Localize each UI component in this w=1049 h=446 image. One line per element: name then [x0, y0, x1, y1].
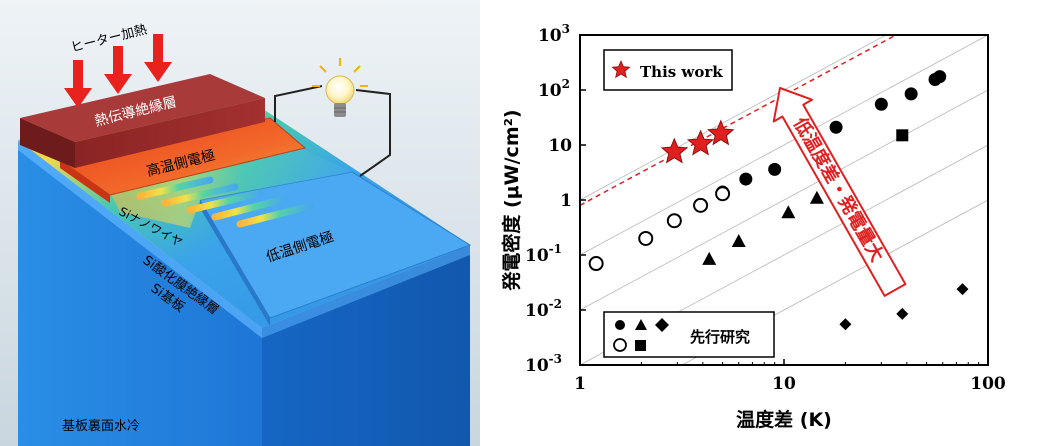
circle-filled-point — [933, 70, 947, 84]
insulator-side — [75, 98, 265, 168]
wire-left — [274, 85, 323, 122]
square-icon — [635, 340, 646, 351]
star-point — [707, 119, 735, 146]
power-density-chart: 低温度差・発電量大 1 10 100 10-3 10-2 10-1 1 10 102 103 T… — [500, 22, 1006, 431]
wire-right — [355, 89, 391, 177]
y-tick-label: 1 — [560, 191, 572, 211]
circle-open-point — [666, 213, 682, 229]
circle-filled-point — [904, 87, 918, 101]
data-points — [588, 70, 969, 331]
circle-filled-point — [829, 120, 843, 134]
open-circle-icon — [613, 338, 627, 352]
nanowires — [136, 176, 314, 228]
substrate-front-face — [18, 140, 262, 446]
y-axis-label: 発電密度 (μW/cm²) — [500, 109, 523, 291]
legend-this-work-label: This work — [640, 63, 723, 81]
down-arrow-icon — [144, 34, 172, 82]
circle-open-point — [638, 230, 654, 246]
diamond-point — [839, 318, 852, 331]
guide-line — [580, 89, 988, 311]
y-tick-label: 102 — [538, 77, 570, 101]
legend-prior-label: 先行研究 — [690, 328, 750, 346]
y-tick-label: 10-3 — [525, 352, 562, 376]
light-bulb-icon — [312, 58, 368, 117]
y-tick-label: 10-2 — [525, 297, 562, 321]
triangle-point — [781, 205, 796, 219]
legend-this-work: This work — [603, 49, 733, 91]
square-point — [896, 129, 909, 142]
down-arrow-icon — [104, 46, 132, 94]
star-point — [686, 129, 715, 156]
guide-line — [681, 199, 988, 365]
diamond-point — [896, 307, 909, 320]
circle-open-point — [693, 197, 709, 213]
insulator-top — [20, 74, 265, 142]
y-tick-label: 103 — [538, 22, 570, 46]
guide-line — [580, 35, 988, 256]
x-ticks: 1 10 100 — [574, 359, 1006, 394]
triangle-point — [809, 190, 824, 204]
diamond-icon — [655, 318, 669, 332]
oxide-layer-edge — [18, 140, 262, 338]
x-tick-label: 100 — [970, 374, 1006, 394]
x-tick-label: 1 — [574, 374, 586, 394]
y-ticks: 10-3 10-2 10-1 1 10 102 103 — [525, 22, 586, 376]
cooling-label: 基板裏面水冷 — [62, 419, 140, 434]
annotation-arrow — [772, 87, 907, 297]
star-point — [660, 137, 688, 164]
circle-filled-point — [768, 162, 782, 176]
diamond-point — [956, 283, 969, 296]
circle-open-point — [715, 186, 731, 202]
y-tick-label: 10 — [548, 136, 572, 156]
triangle-icon — [635, 319, 647, 330]
device-diagram: ヒーター加熱 熱伝導絶縁層 高温側電極 Siナノワイヤ 低温側電極 Si酸化膜絶… — [0, 0, 480, 446]
triangle-point — [731, 233, 746, 247]
x-axis-label: 温度差 (K) — [736, 408, 832, 431]
circle-filled-point — [874, 97, 888, 111]
x-tick-label: 10 — [772, 374, 796, 394]
triangle-point — [702, 251, 717, 265]
annotation-text: 低温度差・発電量大 — [788, 113, 888, 265]
star-icon — [611, 59, 631, 79]
substrate-side-face — [262, 245, 470, 446]
circle-open-point — [588, 256, 604, 272]
filled-circle-icon — [615, 320, 625, 330]
legend-prior: 先行研究 — [603, 311, 775, 358]
y-tick-label: 10-1 — [525, 242, 562, 266]
circle-filled-point — [739, 172, 753, 186]
down-arrow-icon — [64, 60, 92, 108]
heater-arrows — [64, 34, 172, 108]
insulator-front — [20, 118, 75, 168]
